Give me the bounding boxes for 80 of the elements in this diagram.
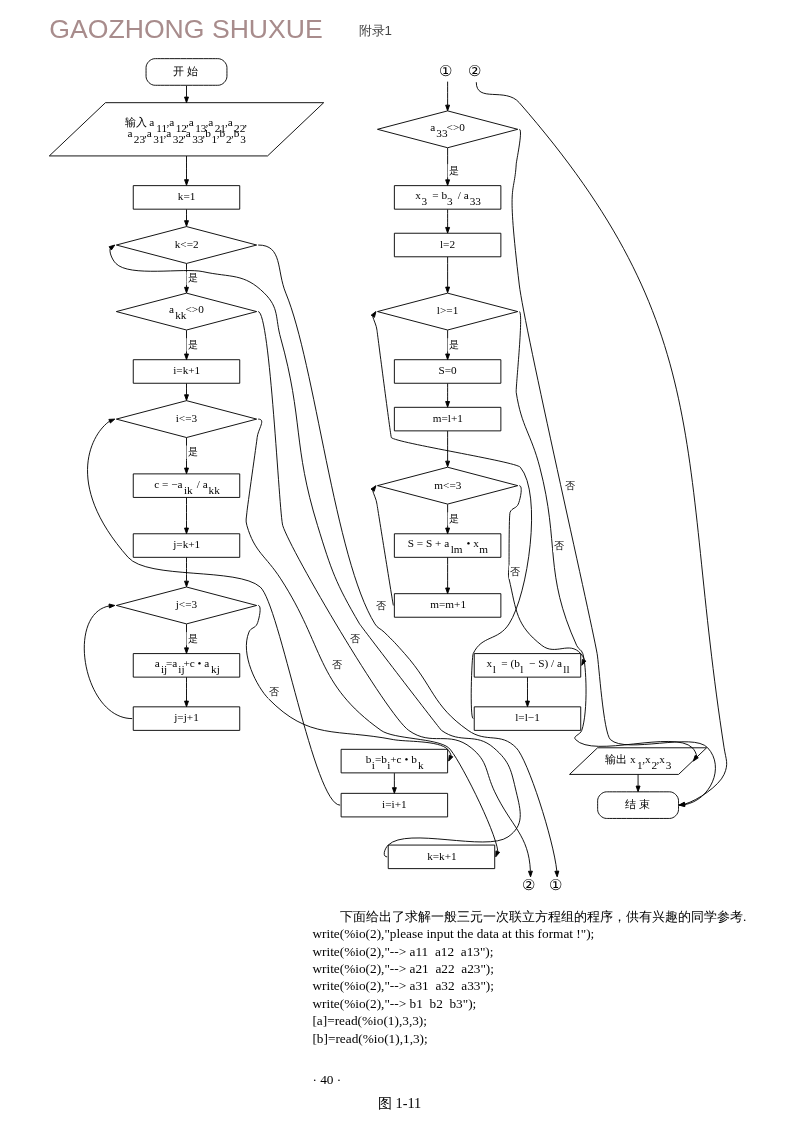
edge-label: 是 <box>187 272 198 284</box>
arrow <box>184 497 189 535</box>
node-box: j=k+1 <box>132 533 241 558</box>
arrow <box>245 605 454 762</box>
edge-label: 是 <box>448 338 459 350</box>
arrow <box>87 418 341 806</box>
node-box: S=0 <box>393 359 502 384</box>
arrow <box>445 256 451 294</box>
node-box: m=l+1 <box>393 406 502 432</box>
edge-label: 是 <box>448 164 459 176</box>
label: 下面给出了求解一般三元一次联立方程组的程序，供有兴趣的同学参考. <box>340 908 747 924</box>
arrow <box>184 85 189 104</box>
arrow <box>184 209 189 227</box>
node-diamond: i<=3 <box>115 400 258 438</box>
arrow <box>445 329 451 361</box>
arrow <box>515 311 699 762</box>
label: write(%io(2),"--> a11 a12 a13"); <box>312 943 494 959</box>
node-diamond: m<=3 <box>377 466 519 505</box>
node-text: ① <box>548 875 562 893</box>
arrow <box>184 676 189 708</box>
arrow <box>445 383 451 408</box>
edge-label: 否 <box>554 539 565 551</box>
arrow <box>184 383 189 401</box>
label: write(%io(2),"--> a21 a22 a23"); <box>312 960 494 976</box>
edge-label: 否 <box>565 479 576 491</box>
arrow <box>445 430 451 468</box>
edge-label: 否 <box>269 686 280 698</box>
arrow <box>370 485 394 606</box>
node-diamond: j<=3 <box>115 586 258 625</box>
node-diamond: k<=2 <box>115 226 258 264</box>
edge-label: 是 <box>187 632 198 644</box>
arrow <box>184 155 189 186</box>
node-box: 开 始 <box>145 58 228 86</box>
arrow <box>83 603 133 720</box>
edge-label: 是 <box>448 513 459 524</box>
label: write(%io(2),"--> a31 a32 a33"); <box>312 978 494 994</box>
node-box: l=2 <box>393 232 502 258</box>
label: 附录1 <box>358 23 392 38</box>
label: [a]=read(%io(1),3,3); <box>312 1013 428 1029</box>
arrow <box>635 774 641 793</box>
arrow <box>525 676 530 708</box>
node-box: i=k+1 <box>132 359 241 384</box>
arrow <box>184 557 189 588</box>
caption: 图 1-11 <box>377 1095 422 1112</box>
arrow <box>184 437 189 475</box>
arrow <box>370 311 532 720</box>
node-box: k=1 <box>132 185 241 210</box>
label: GAOZHONG SHUXUE <box>49 13 323 44</box>
arrow <box>445 147 451 186</box>
node-text: ② <box>522 875 536 893</box>
arrow <box>184 329 189 361</box>
node-box: k=k+1 <box>387 844 496 870</box>
edge-label: 否 <box>510 566 521 578</box>
node-box: j=j+1 <box>132 706 241 731</box>
edge-label: 否 <box>375 599 386 611</box>
label: · 40 · <box>312 1071 342 1087</box>
edge-label: 是 <box>187 446 198 458</box>
arrow <box>184 623 189 654</box>
edge-label: 否 <box>350 632 361 644</box>
arrow <box>445 209 451 234</box>
node-box: i=i+1 <box>340 792 449 818</box>
arrow <box>391 772 397 794</box>
node-text: ① <box>439 61 453 79</box>
arrow <box>257 244 560 878</box>
label: write(%io(2),"please input the data at this format !"); <box>312 926 595 942</box>
arrow <box>245 418 501 858</box>
edge-label: 是 <box>187 338 198 350</box>
arrow <box>257 311 533 878</box>
edge-label: 否 <box>331 659 342 671</box>
node-box: 结 束 <box>597 791 679 819</box>
node-box: m=m+1 <box>393 593 502 618</box>
arrow <box>445 557 451 595</box>
arrow <box>445 503 451 535</box>
node-text: ② <box>468 61 482 79</box>
arrow <box>445 81 451 112</box>
label: write(%io(2),"--> b1 b2 b3"); <box>312 995 477 1011</box>
arrow <box>184 263 189 294</box>
label: [b]=read(%io(1),1,3); <box>312 1030 428 1046</box>
node-diamond: l>=1 <box>377 292 519 331</box>
node-box: l=l−1 <box>473 706 582 731</box>
